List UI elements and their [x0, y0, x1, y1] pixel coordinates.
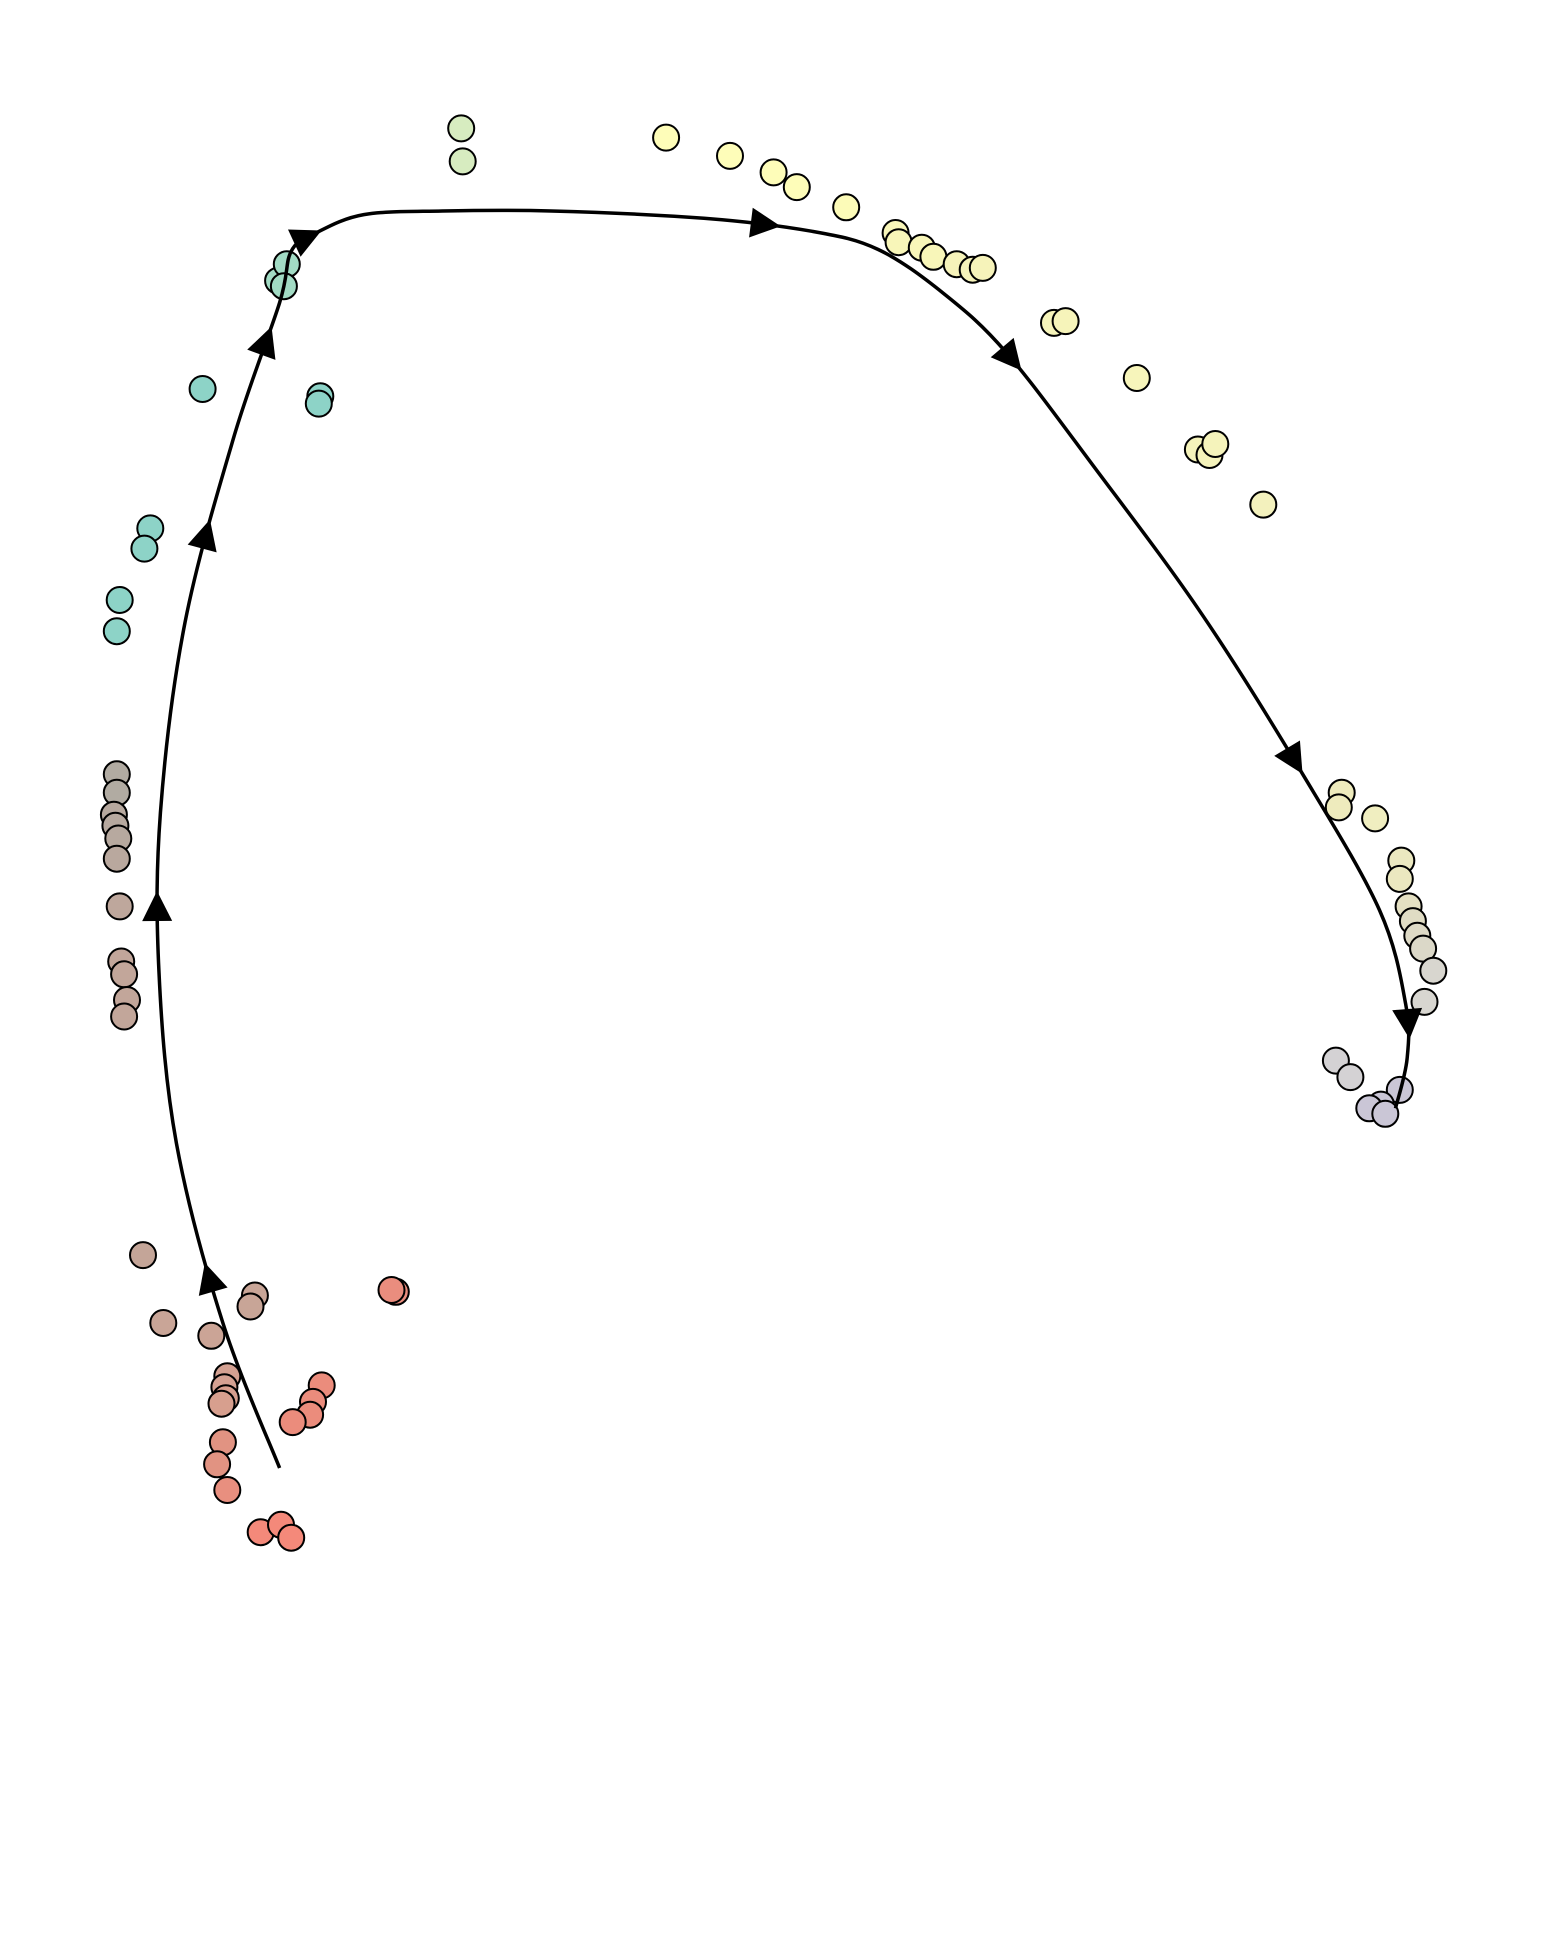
data-point: [130, 534, 159, 563]
direction-arrow-icon: [1274, 740, 1303, 774]
data-point: [1324, 793, 1353, 822]
direction-arrow-icon: [990, 337, 1022, 371]
data-point: [102, 844, 131, 873]
direction-arrow-icon: [142, 891, 173, 922]
data-point: [716, 141, 744, 170]
data-point: [652, 123, 681, 152]
data-point: [759, 158, 788, 187]
data-point: [1371, 1099, 1400, 1128]
trajectory-curve: [142, 207, 1423, 1469]
direction-arrow-icon: [749, 207, 781, 238]
data-point: [197, 1321, 226, 1350]
data-point: [1249, 490, 1278, 519]
data-point: [129, 1241, 157, 1270]
data-point: [203, 1450, 232, 1479]
data-point: [277, 1523, 306, 1552]
data-point: [1122, 364, 1151, 392]
data-point: [188, 375, 217, 403]
data-point: [105, 586, 134, 614]
data-point: [149, 1309, 178, 1337]
data-point: [448, 147, 477, 176]
data-point: [1336, 1063, 1365, 1092]
direction-arrow-icon: [247, 326, 276, 360]
direction-arrow-icon: [187, 519, 217, 553]
data-point: [207, 1389, 236, 1418]
data-point: [105, 892, 134, 921]
direction-arrow-icon: [287, 229, 322, 257]
data-point: [1419, 956, 1448, 985]
data-point: [213, 1476, 242, 1504]
data-point: [377, 1276, 406, 1304]
data-point: [304, 389, 333, 418]
data-point: [919, 242, 948, 271]
data-point: [968, 253, 997, 282]
data-point: [884, 228, 913, 257]
direction-arrow-icon: [198, 1262, 228, 1296]
data-point: [236, 1292, 265, 1321]
data-point: [832, 193, 861, 222]
data-point: [278, 1408, 307, 1437]
data-point: [1201, 430, 1230, 458]
direction-arrow-icon: [1392, 1007, 1423, 1039]
trajectory-line: [155, 208, 1411, 1469]
data-point: [1051, 307, 1080, 336]
data-point: [1385, 864, 1414, 893]
data-point: [102, 617, 131, 646]
data-point: [110, 1002, 139, 1031]
data-point: [782, 173, 811, 202]
scatter-points: [99, 114, 1448, 1552]
data-point: [1361, 804, 1390, 833]
data-point: [110, 960, 139, 989]
data-point: [447, 114, 476, 143]
